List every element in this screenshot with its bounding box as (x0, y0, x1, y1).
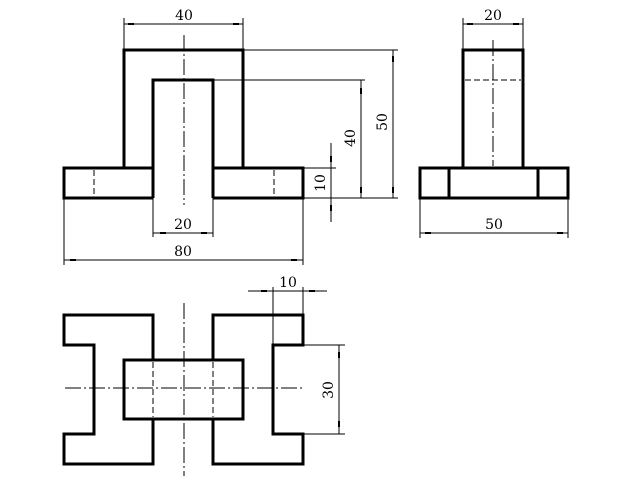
dim-side-top-width: 20 (462, 8, 524, 50)
dim-front-inner-width: 20 (152, 198, 214, 237)
dim-label: 50 (485, 217, 503, 233)
top-left-bracket (62, 313, 155, 466)
dim-label: 20 (174, 217, 192, 233)
dim-label: 30 (321, 381, 337, 399)
dim-label: 50 (375, 113, 391, 131)
dim-label: 10 (279, 275, 297, 291)
dim-front-base-height: 10 (303, 143, 336, 222)
dim-label: 40 (175, 8, 193, 24)
top-view: 10 30 (62, 275, 345, 476)
side-view: 20 50 (418, 8, 570, 238)
front-base-right (213, 166, 305, 200)
front-view: 40 20 80 10 40 (62, 8, 398, 265)
dim-top-notch-depth: 10 (248, 275, 327, 345)
dim-front-inner-height: 40 (213, 79, 398, 199)
dim-front-top-width: 40 (123, 8, 244, 50)
top-right-bracket (211, 313, 305, 466)
dim-label: 10 (313, 174, 329, 192)
front-inner-slot (151, 78, 215, 198)
side-base (418, 166, 570, 200)
dim-label: 20 (484, 8, 502, 24)
dim-side-base-width: 50 (419, 198, 569, 238)
dim-label: 40 (343, 129, 359, 147)
dim-front-base-width: 80 (63, 198, 304, 265)
dim-label: 80 (174, 244, 192, 260)
dim-front-total-height: 50 (243, 49, 398, 198)
front-base-left (62, 166, 153, 200)
dim-top-notch-height: 30 (303, 344, 345, 435)
